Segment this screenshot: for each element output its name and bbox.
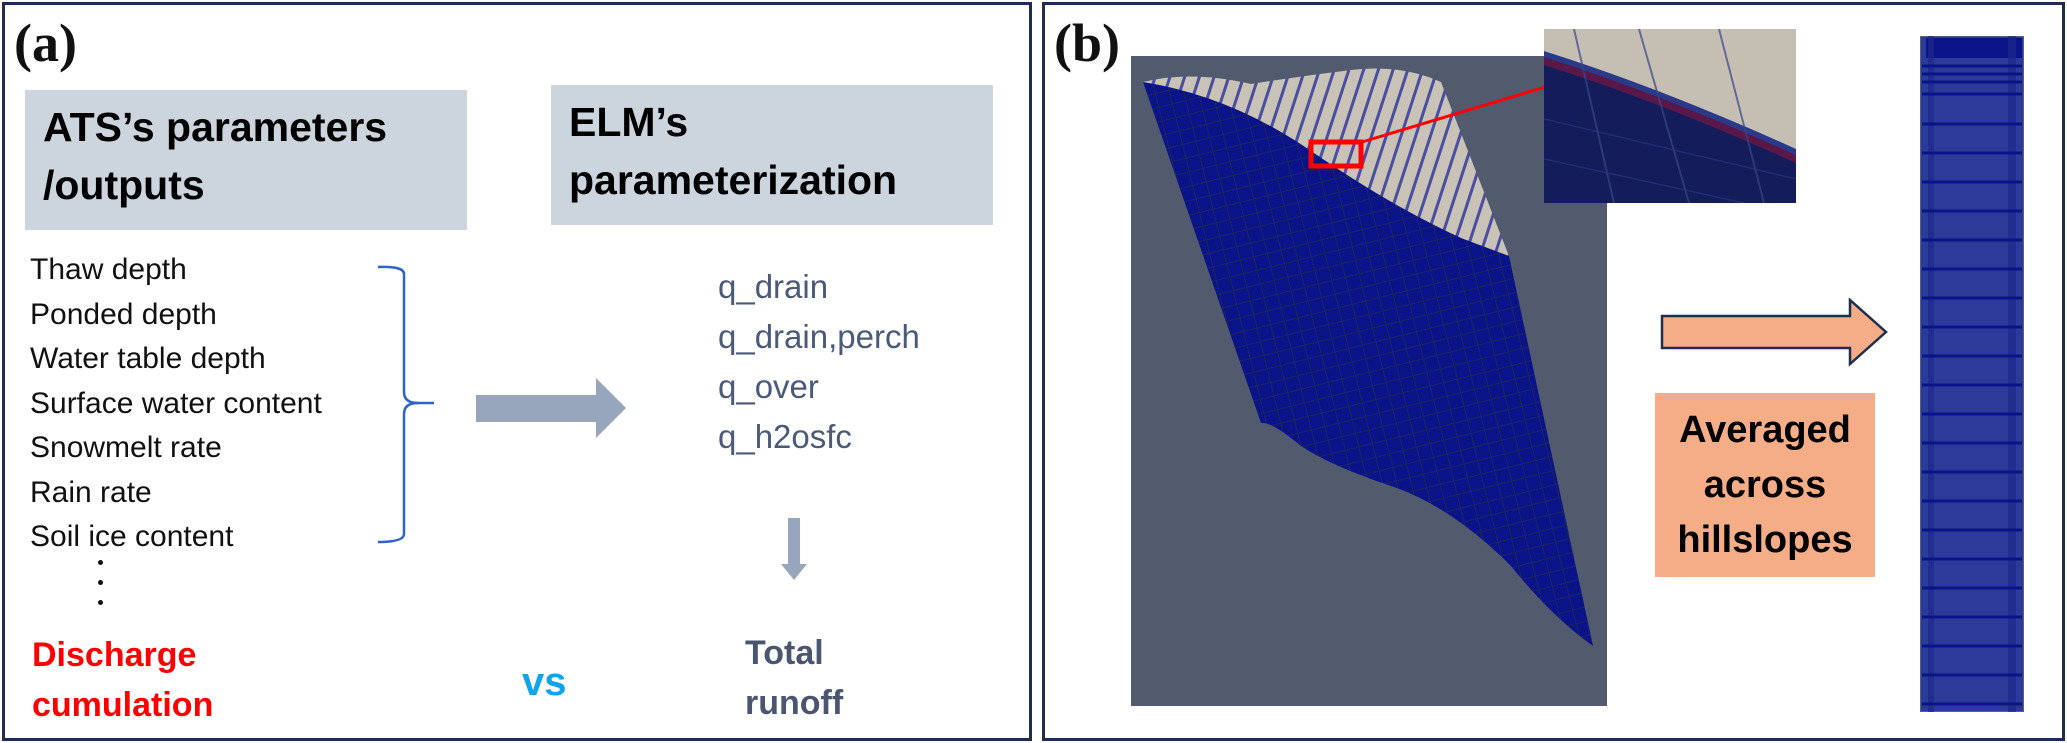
- list-item: Rain rate: [30, 475, 152, 509]
- ats-header: ATS’s parameters /outputs: [25, 90, 467, 230]
- discharge-cumulation-label: Discharge cumulation: [32, 630, 213, 730]
- right-arrow-icon: [476, 378, 626, 438]
- mesh-body: [1143, 82, 1593, 646]
- panel-a-label: (a): [14, 13, 77, 73]
- list-item: Soil ice content: [30, 520, 234, 553]
- elm-header-line2: parameterization: [569, 157, 898, 203]
- elm-header-line1: ELM’s: [569, 99, 689, 145]
- callout-arrow-icon: [1361, 80, 1560, 144]
- elm-term: q_over: [718, 368, 819, 405]
- callout-box: [1308, 139, 1364, 169]
- caption-line2: across: [1703, 464, 1827, 506]
- highlight-line1: Discharge: [32, 636, 197, 674]
- curly-brace-icon: [377, 265, 434, 544]
- total-runoff-line2: runoff: [745, 684, 844, 722]
- list-item: Thaw depth: [30, 253, 187, 286]
- total-runoff-label: Total runoff: [745, 628, 843, 728]
- highlight-line2: cumulation: [32, 686, 214, 724]
- down-arrow-icon: [781, 518, 807, 580]
- hillslope-mesh-view: [1131, 56, 1607, 706]
- ats-output-list: Thaw depth Ponded depth Water table dept…: [30, 248, 322, 560]
- continuation-dots: [98, 560, 106, 620]
- elm-term: q_h2osfc: [718, 418, 852, 455]
- panel-b-label: (b): [1054, 13, 1120, 73]
- caption-line1: Averaged: [1679, 409, 1851, 451]
- list-item: Snowmelt rate: [30, 431, 222, 464]
- list-item: Water table depth: [30, 342, 266, 375]
- inset-zoom-view: [1544, 29, 1796, 203]
- versus-label: vs: [522, 660, 567, 704]
- elm-header: ELM’s parameterization: [551, 85, 993, 225]
- ats-header-line1: ATS’s parameters: [43, 104, 388, 150]
- averaged-column-view: [1920, 36, 2024, 712]
- averaged-caption-box: Averaged across hillslopes: [1655, 393, 1875, 577]
- caption-line3: hillslopes: [1677, 519, 1853, 561]
- ats-header-line2: /outputs: [43, 162, 205, 208]
- elm-term: q_drain: [718, 268, 829, 305]
- list-item: Surface water content: [30, 386, 322, 420]
- total-runoff-line1: Total: [745, 634, 824, 672]
- orange-right-arrow-icon: [1660, 298, 1888, 367]
- list-item: Ponded depth: [30, 297, 217, 331]
- elm-term: q_drain,perch: [718, 318, 920, 355]
- elm-terms-list: q_drain q_drain,perch q_over q_h2osfc: [718, 262, 920, 462]
